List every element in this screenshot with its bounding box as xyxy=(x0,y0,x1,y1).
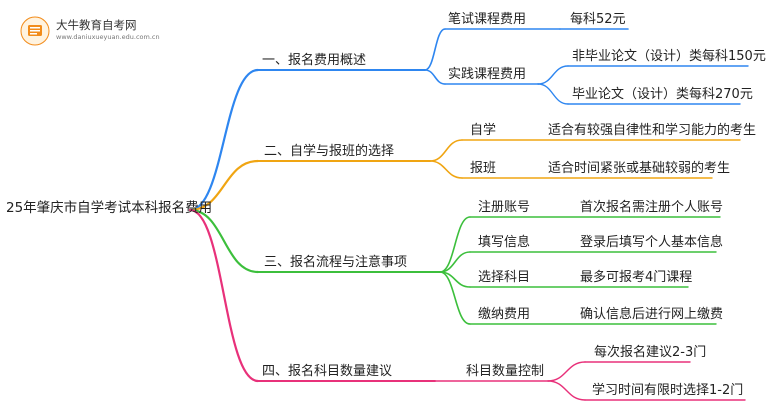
edge-b3-fill xyxy=(439,251,471,273)
mindmap-edges xyxy=(188,28,749,401)
node-pay-fee: 缴纳费用 xyxy=(478,307,531,322)
branch-self-study-vs-class: 二、自学与报班的选择 xyxy=(264,144,395,159)
leaf-written-fee-value: 每科52元 xyxy=(570,12,626,27)
node-fill-info: 填写信息 xyxy=(478,235,531,250)
edge-b4-leaf1 xyxy=(547,361,586,382)
leaf-register-account-desc: 首次报名需注册个人账号 xyxy=(580,200,724,215)
leaf-fill-info-desc: 登录后填写个人基本信息 xyxy=(580,235,724,250)
leaf-join-class-desc: 适合时间紧张或基础较弱的考生 xyxy=(548,161,731,176)
leaf-practice-fee-thesis: 毕业论文（设计）类每科270元 xyxy=(572,87,753,102)
edge-b3-register xyxy=(439,216,471,273)
leaf-self-study-desc: 适合有较强自律性和学习能力的考生 xyxy=(548,123,757,138)
node-register-account: 注册账号 xyxy=(478,200,531,215)
node-join-class: 报班 xyxy=(470,161,497,176)
node-written-course-fee: 笔试课程费用 xyxy=(448,12,527,27)
leaf-practice-fee-nonthesis: 非毕业论文（设计）类每科150元 xyxy=(572,49,766,64)
mindmap-canvas: 大牛教育自考网 www.daniuxueyuan.edu.com.cn 25年肇… xyxy=(6,12,766,401)
edge-root-branch1 xyxy=(188,68,260,212)
root-topic: 25年肇庆市自学考试本科报名费用 xyxy=(6,200,213,216)
node-choose-subjects: 选择科目 xyxy=(478,270,531,285)
edge-b1-practice-leaf2 xyxy=(537,83,569,105)
leaf-pay-fee-desc: 确认信息后进行网上缴费 xyxy=(580,307,724,322)
branch-fee-overview: 一、报名费用概述 xyxy=(262,53,367,68)
node-subject-count-control: 科目数量控制 xyxy=(466,364,545,379)
edge-root-branch3 xyxy=(188,208,260,274)
node-self-study: 自学 xyxy=(470,123,497,138)
leaf-choose-subjects-desc: 最多可报考4门课程 xyxy=(580,270,693,285)
watermark-url: www.daniuxueyuan.edu.com.cn xyxy=(56,33,160,41)
book-logo-icon xyxy=(20,16,50,46)
edge-root-branch4 xyxy=(188,208,260,383)
edge-b4-leaf2 xyxy=(547,380,586,401)
leaf-subject-count-2-3: 每次报名建议2-3门 xyxy=(594,345,707,360)
edge-b1-practice xyxy=(424,69,446,85)
watermark-logo: 大牛教育自考网 www.daniuxueyuan.edu.com.cn xyxy=(20,14,160,48)
branch-subject-count-advice: 四、报名科目数量建议 xyxy=(262,364,393,379)
node-practice-course-fee: 实践课程费用 xyxy=(448,67,527,82)
branch-registration-process: 三、报名流程与注意事项 xyxy=(264,255,408,270)
leaf-subject-count-1-2: 学习时间有限时选择1-2门 xyxy=(592,383,744,398)
edge-b2-self xyxy=(429,139,463,162)
edge-b1-practice-leaf1 xyxy=(537,65,569,85)
edge-b1-written xyxy=(424,28,446,71)
edge-root-branch2 xyxy=(188,159,260,212)
edge-b2-class xyxy=(429,160,463,179)
edge-b3-pay xyxy=(439,271,471,325)
watermark-title: 大牛教育自考网 xyxy=(56,18,137,32)
